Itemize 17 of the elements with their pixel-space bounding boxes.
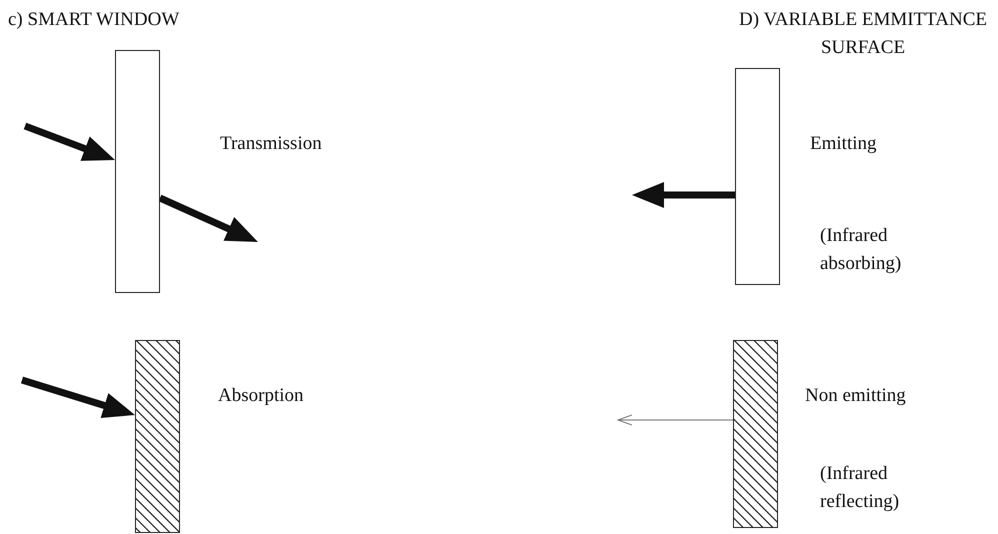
state-label: Emitting [810,132,876,156]
state-label: (Infrared absorbing) [820,224,902,276]
hatched-panel [733,340,778,528]
panel-heading: D) VARIABLE EMMITTANCE SURFACE [738,8,988,60]
arrow [24,122,115,161]
state-label: Absorption [218,384,304,408]
state-label: Transmission [220,132,322,156]
clear-panel [115,50,160,293]
arrow [632,182,735,208]
clear-panel [735,68,780,285]
state-label: Non emitting [805,384,906,408]
panel-heading: c) SMART WINDOW [8,8,180,32]
state-label: (Infrared reflecting) [820,462,900,514]
arrow [618,414,734,426]
arrow [20,376,135,418]
hatched-panel [135,340,180,533]
arrow [158,194,258,242]
